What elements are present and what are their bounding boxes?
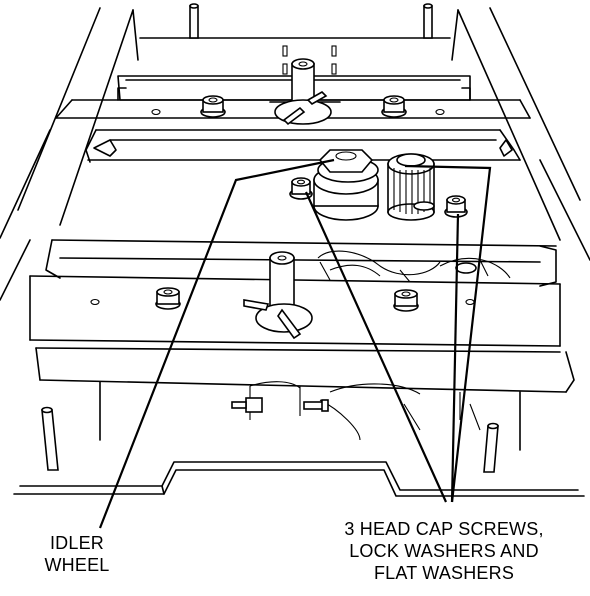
base-plate [13,461,585,497]
lower-frame [29,239,575,393]
screws-label-line-3: FLAT WASHERS [373,563,515,583]
inner-mechanism [317,250,511,283]
drive-gear [387,153,435,221]
leader-lines [98,158,492,529]
idler-label-line-2: WHEEL [44,555,110,575]
mount-nuts [289,177,468,218]
idler-wheel-label: IDLER WHEEL [22,532,132,576]
middle-frame [85,129,521,163]
cabinet-walls [0,7,590,301]
lower-shaft [243,251,313,340]
lower-nuts [155,287,419,312]
upper-shaft [269,58,341,126]
screws-label-line-1: 3 HEAD CAP SCREWS, [344,519,544,539]
screws-label-line-2: LOCK WASHERS AND [349,541,539,561]
bottom-posts [41,406,499,473]
idler-wheel [313,149,379,221]
screws-label: 3 HEAD CAP SCREWS, LOCK WASHERS AND FLAT… [300,518,588,584]
idler-label-line-1: IDLER [49,533,104,553]
top-posts [189,3,433,39]
motor-area [99,381,521,451]
upper-nuts [200,95,407,118]
